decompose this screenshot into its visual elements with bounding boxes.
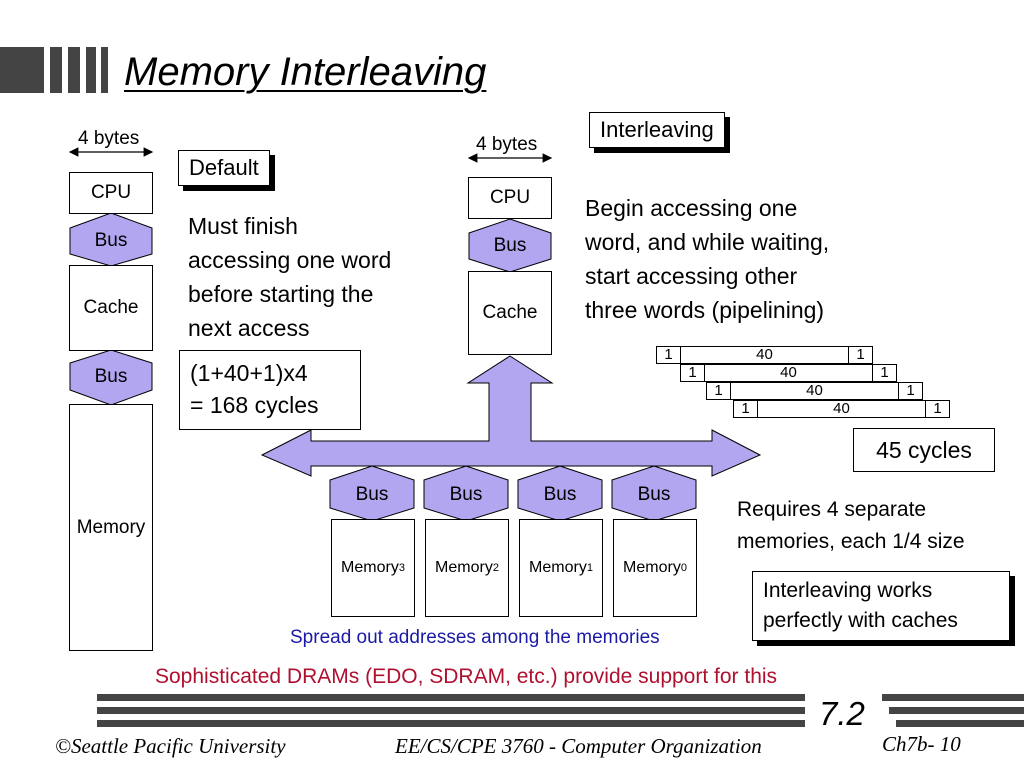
formula-line: (1+40+1)x4 (190, 360, 308, 386)
dram-support-note: Sophisticated DRAMs (EDO, SDRAM, etc.) p… (155, 665, 778, 688)
pipeline-cell: 40 (730, 382, 899, 400)
left-bus-bottom-label: Bus (94, 366, 128, 387)
interleaving-line: start accessing other (585, 263, 798, 289)
memory-bus-label-1: Bus (543, 484, 577, 505)
footer-page-number: Ch7b- 10 (882, 732, 961, 756)
footer-copyright: ©Seattle Pacific University (55, 734, 286, 758)
center-width-label: 4 bytes (476, 134, 538, 155)
requirement-line: memories, each 1/4 size (737, 530, 965, 553)
pipeline-cell: 1 (706, 382, 731, 400)
cycles-result-box: 45 cycles (853, 428, 995, 472)
default-line: Must finish (188, 213, 298, 239)
footer-course: EE/CS/CPE 3760 - Computer Organization (395, 734, 762, 758)
interleaving-heading: Interleaving (589, 112, 725, 149)
memory-bus-label-2: Bus (449, 484, 483, 505)
memory-bus-label-3: Bus (355, 484, 389, 505)
left-width-label: 4 bytes (78, 128, 140, 149)
left-cache-box: Cache (69, 265, 153, 351)
default-line: before starting the (188, 281, 374, 307)
pipeline-cell: 1 (872, 364, 897, 382)
left-cpu-box: CPU (69, 172, 153, 214)
requirement-line: Requires 4 separate (737, 498, 927, 521)
default-line: accessing one word (188, 247, 392, 273)
pipeline-cell: 1 (848, 346, 873, 364)
pipeline-cell: 1 (733, 400, 758, 418)
center-bus-top-label: Bus (493, 235, 527, 256)
center-cpu-box: CPU (468, 177, 552, 219)
main-bus-arrow (260, 355, 762, 477)
requirement-text: Requires 4 separate memories, each 1/4 s… (737, 494, 965, 558)
caches-note: Interleaving works perfectly with caches (752, 571, 1010, 641)
pipeline-cell: 40 (704, 364, 873, 382)
memory-bus-label-0: Bus (637, 484, 671, 505)
slide-title: Memory Interleaving (124, 50, 487, 94)
default-description: Must finish accessing one word before st… (188, 209, 391, 345)
default-line: next access (188, 315, 310, 341)
interleaving-line: Begin accessing one (585, 195, 798, 221)
default-heading: Default (178, 150, 270, 187)
pipeline-cell: 1 (656, 346, 681, 364)
note-line: Interleaving works (763, 579, 933, 602)
memory-caption: Spread out addresses among the memories (290, 627, 660, 648)
left-memory-box: Memory (69, 404, 153, 651)
pipeline-cell: 1 (680, 364, 705, 382)
pipeline-cell: 40 (680, 346, 849, 364)
left-bus-top-label: Bus (94, 230, 128, 251)
formula-line: = 168 cycles (190, 392, 319, 418)
interleaving-line: word, and while waiting, (585, 229, 830, 255)
default-formula-box: (1+40+1)x4 = 168 cycles (179, 350, 361, 430)
section-number: 7.2 (819, 695, 865, 732)
pipeline-cell: 1 (898, 382, 923, 400)
interleaving-description: Begin accessing one word, and while wait… (585, 191, 829, 327)
title-stripes-decoration (0, 47, 110, 93)
interleaving-line: three words (pipelining) (585, 297, 825, 323)
center-cache-box: Cache (468, 271, 552, 355)
note-line: perfectly with caches (763, 609, 958, 632)
pipeline-cell: 1 (925, 400, 950, 418)
pipeline-cell: 40 (757, 400, 926, 418)
